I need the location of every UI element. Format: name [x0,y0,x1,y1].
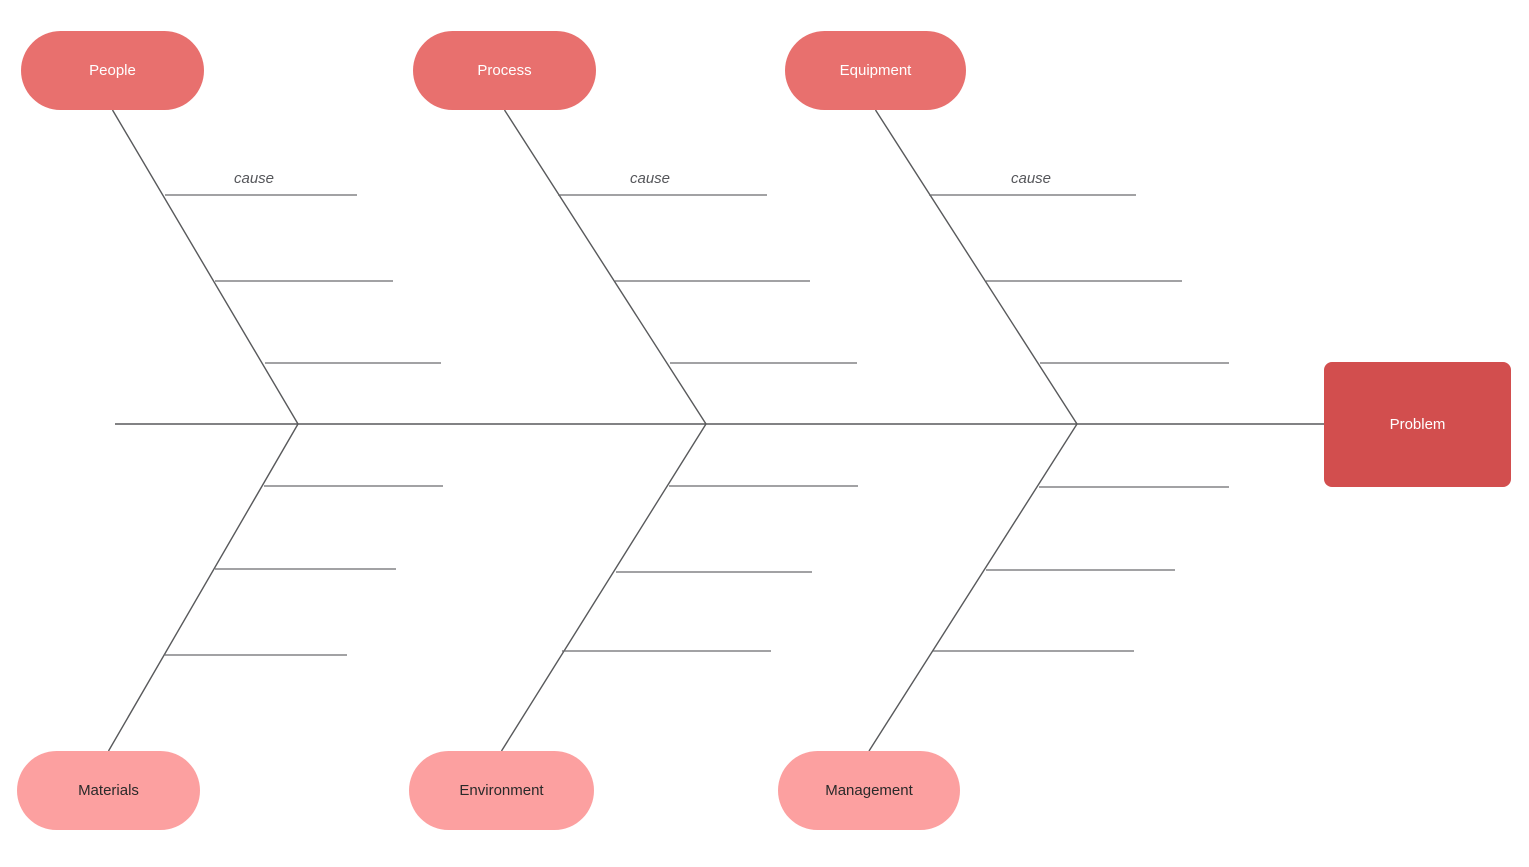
cause-label-people[interactable]: cause [234,170,275,187]
problem-effect-box[interactable]: Problem [1324,362,1511,487]
category-label-environment: Environment [459,781,544,799]
category-box-materials[interactable]: Materials [17,751,200,830]
category-box-process[interactable]: Process [413,31,596,110]
category-box-management[interactable]: Management [778,751,960,830]
category-label-management: Management [825,781,913,799]
cause-label-equipment[interactable]: cause [1011,170,1052,187]
twigs-group [164,194,1229,656]
category-bone-management [868,423,1078,752]
cause-label-process[interactable]: cause [630,170,671,187]
category-bone-people [111,109,299,425]
category-bone-equipment [874,109,1078,425]
bones-group [107,109,1078,752]
category-label-people: People [89,61,136,79]
category-bone-process [503,109,707,425]
category-bone-environment [500,423,707,752]
category-label-materials: Materials [78,781,139,799]
category-label-equipment: Equipment [839,61,912,79]
category-box-people[interactable]: People [21,31,204,110]
category-box-environment[interactable]: Environment [409,751,594,830]
category-bone-materials [107,423,299,752]
problem-label: Problem [1389,415,1446,433]
category-label-process: Process [477,61,532,79]
category-box-equipment[interactable]: Equipment [785,31,966,110]
